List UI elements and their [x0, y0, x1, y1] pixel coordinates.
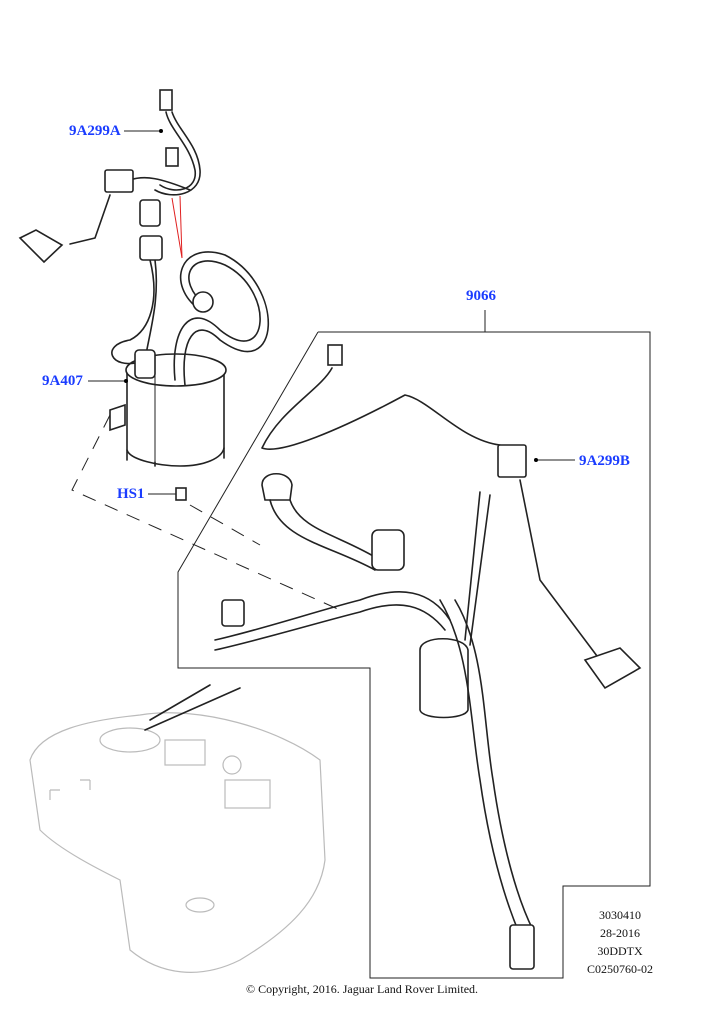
callout-hs1: HS1	[117, 486, 145, 502]
sender-harness-a	[18, 89, 201, 264]
reference-line-3: 30DDTX	[597, 944, 643, 958]
reference-block: 3030410 28-2016 30DDTX C0250760-02	[580, 906, 660, 978]
callout-9a407: 9A407	[42, 373, 83, 389]
callout-9a299a: 9A299A	[69, 123, 121, 139]
reference-line-1: 3030410	[599, 908, 641, 922]
reference-line-4: C0250760-02	[587, 962, 653, 976]
callout-9a299b: 9A299B	[579, 453, 630, 469]
leader-line	[144, 687, 241, 731]
screw-hs1	[175, 487, 187, 501]
reference-line-2: 28-2016	[600, 926, 640, 940]
guide-line	[171, 197, 183, 259]
fuel-sender-assembly	[214, 344, 642, 970]
fuel-tank	[29, 712, 326, 973]
fuel-pump-module	[109, 199, 270, 467]
copyright-notice: © Copyright, 2016. Jaguar Land Rover Lim…	[245, 982, 479, 996]
callout-9066: 9066	[466, 288, 496, 304]
